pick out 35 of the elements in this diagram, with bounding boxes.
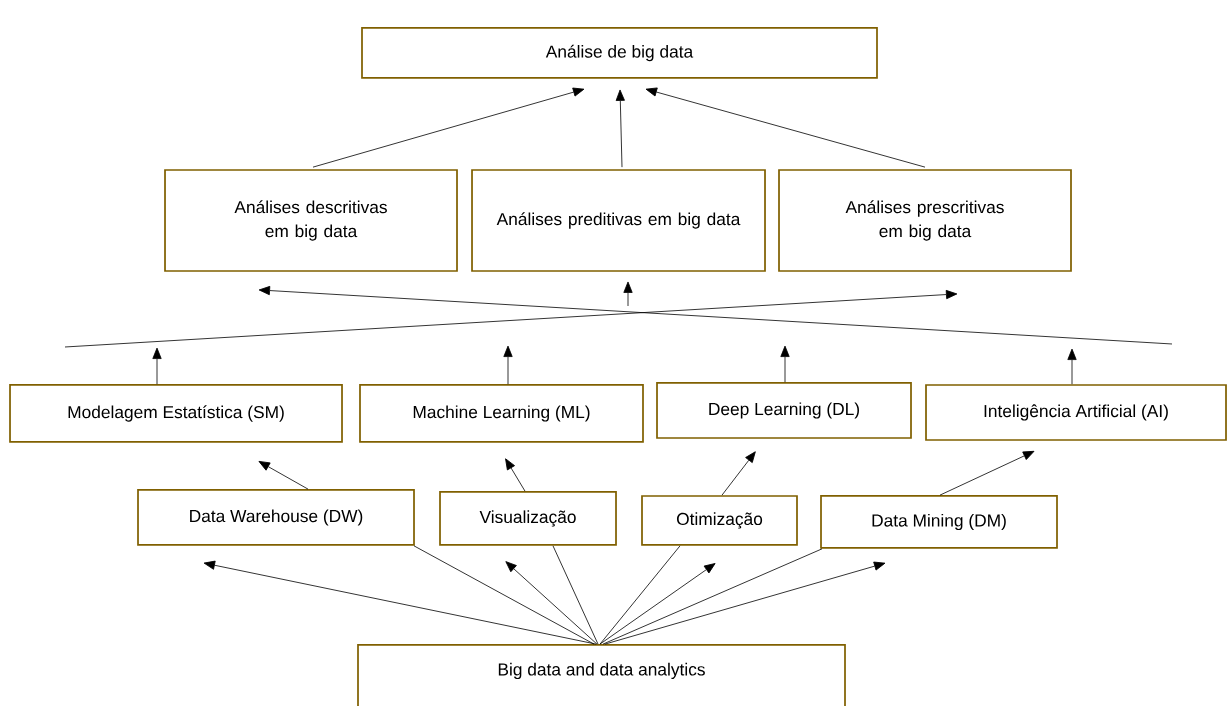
arrow [604, 561, 886, 645]
process-box: Data Warehouse (DW) [137, 489, 415, 546]
arrow [64, 289, 958, 348]
arrow [152, 347, 162, 385]
process-box: Deep Learning (DL) [656, 382, 912, 439]
arrow [1067, 348, 1077, 385]
connector-line [599, 545, 681, 645]
arrow [780, 345, 790, 383]
process-box: Análises descritivas em big data [164, 169, 458, 272]
arrow [939, 450, 1035, 496]
process-box: Análise de big data [361, 27, 878, 79]
process-box: Big data and data analytics [357, 644, 846, 706]
process-box: Visualização [439, 491, 617, 546]
arrow [645, 87, 926, 168]
process-box: Otimização [641, 495, 798, 546]
process-box: Análises preditivas em big data [471, 169, 766, 272]
connector-line [602, 548, 823, 645]
process-box: Machine Learning (ML) [359, 384, 644, 443]
arrow [505, 458, 526, 492]
process-box: Inteligência Artificial (AI) [925, 384, 1227, 441]
arrow [505, 561, 598, 645]
process-box: Data Mining (DM) [820, 495, 1058, 549]
connector-line [413, 545, 595, 645]
arrow [623, 281, 633, 307]
arrow [615, 89, 625, 168]
connector-line [552, 545, 599, 645]
arrow [503, 345, 513, 385]
process-box: Modelagem Estatística (SM) [9, 384, 343, 443]
arrow [721, 451, 756, 496]
arrow [258, 461, 309, 490]
arrow [312, 87, 585, 168]
arrow [599, 563, 716, 645]
arrow [203, 560, 597, 645]
process-box: Análises prescritivas em big data [778, 169, 1072, 272]
arrow [258, 285, 1173, 345]
